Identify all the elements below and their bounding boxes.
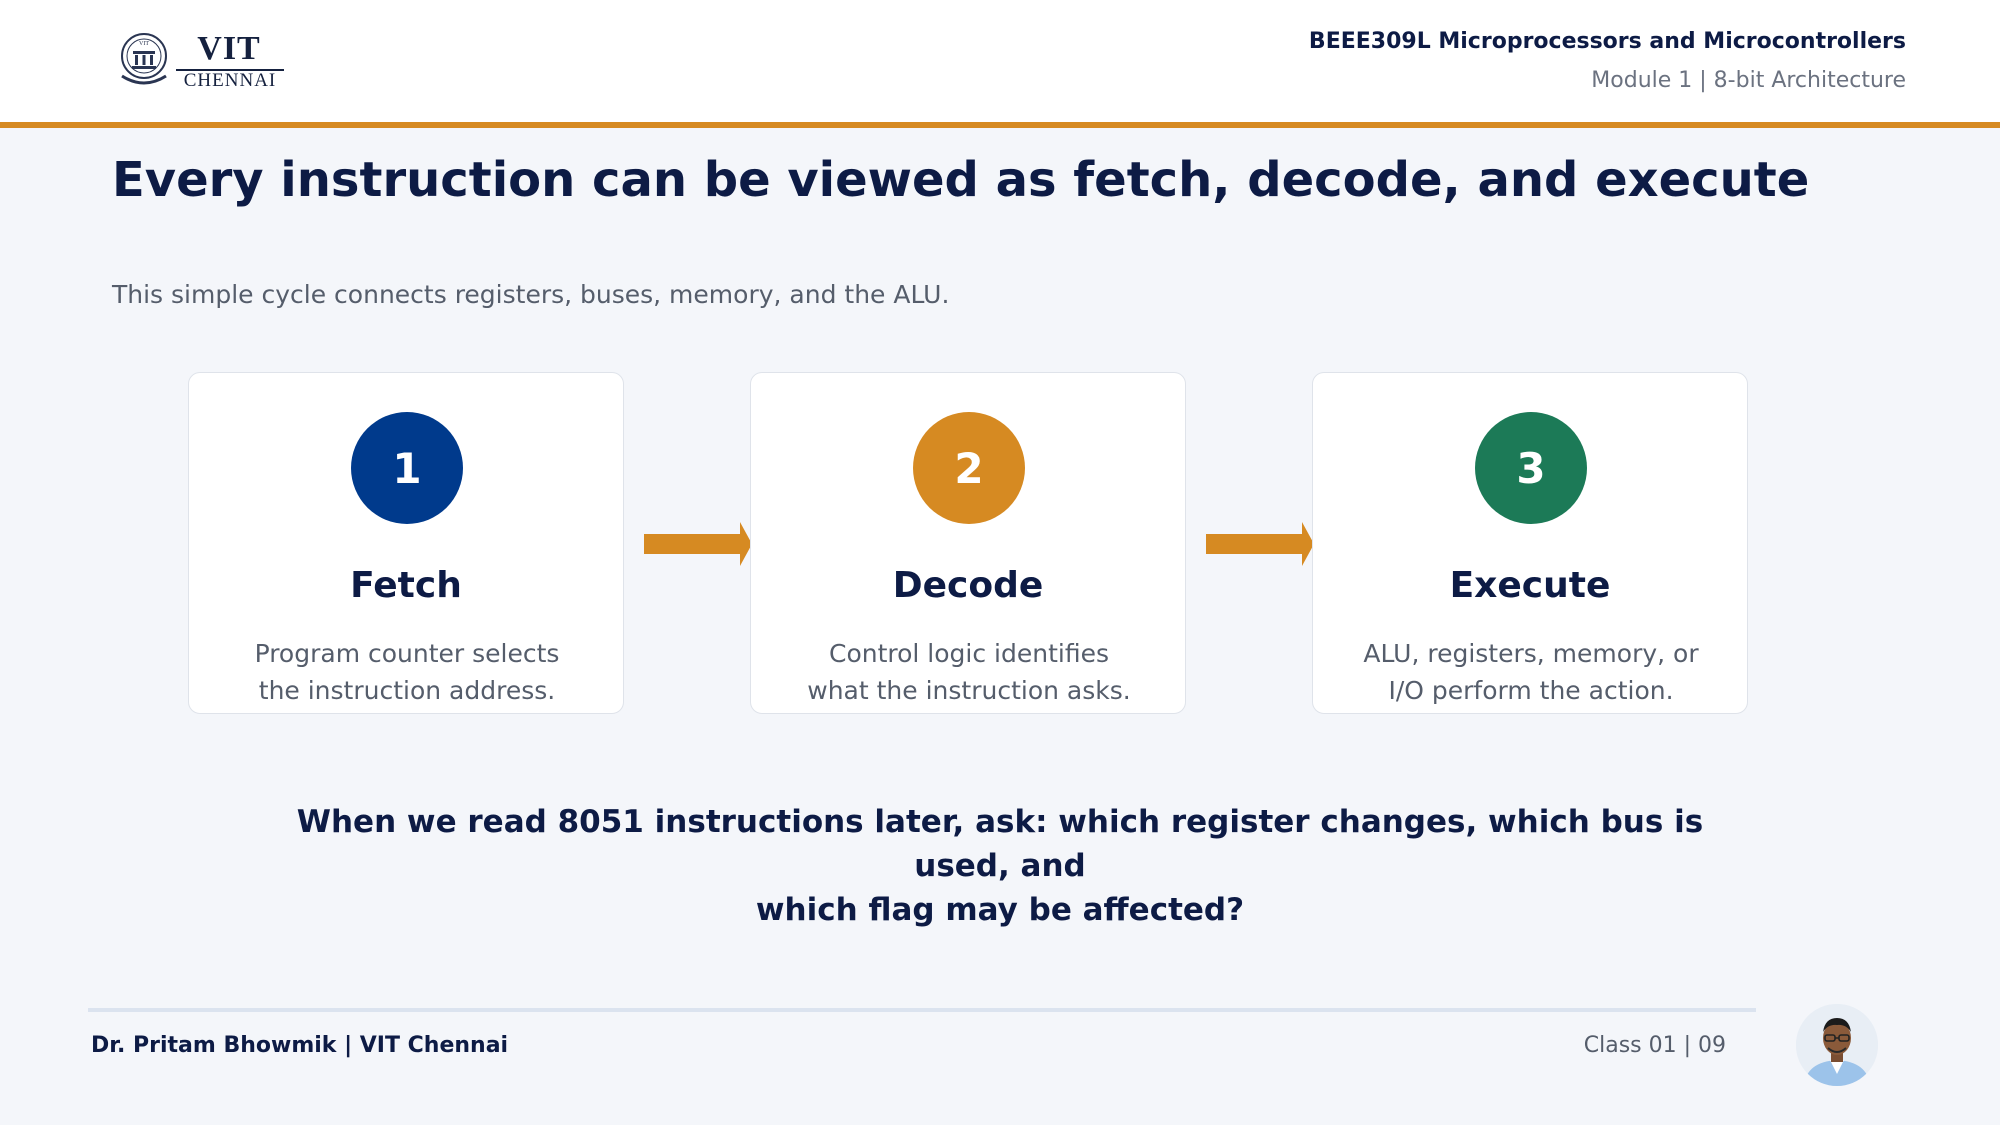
step-number-badge: 1 — [351, 412, 463, 524]
step-card-decode: 2 Decode Control logic identifies what t… — [750, 372, 1186, 714]
step-card-fetch: 1 Fetch Program counter selects the inst… — [188, 372, 624, 714]
description-line: the instruction address. — [258, 676, 556, 705]
arrow-shape — [644, 522, 752, 566]
description-line: I/O perform the action. — [1388, 676, 1674, 705]
slide-header: VIT VIT CHENNAI BEEE309L Microprocessors… — [0, 0, 2000, 128]
logo-wordmark: VIT — [197, 30, 261, 67]
step-description: Control logic identifies what the instru… — [781, 635, 1157, 709]
description-line: what the instruction asks. — [807, 676, 1131, 705]
seal-text: VIT — [139, 41, 149, 47]
description-line: ALU, registers, memory, or — [1363, 639, 1699, 668]
description-line: Program counter selects — [254, 639, 560, 668]
question-line: which flag may be affected? — [755, 892, 1245, 928]
presenter-name: Dr. Pritam Bhowmik | VIT Chennai — [91, 1033, 509, 1058]
step-description: Program counter selects the instruction … — [219, 635, 595, 709]
step-number-badge: 3 — [1475, 412, 1587, 524]
logo-divider — [176, 69, 284, 71]
key-question: When we read 8051 instructions later, as… — [250, 800, 1750, 932]
step-title: Fetch — [350, 565, 462, 606]
footer-divider — [88, 1008, 1756, 1012]
step-card-execute: 3 Execute ALU, registers, memory, or I/O… — [1312, 372, 1748, 714]
presenter-avatar — [1796, 1004, 1878, 1086]
logo-city: CHENNAI — [183, 70, 277, 91]
description-line: Control logic identifies — [828, 639, 1109, 668]
right-arrow-icon — [644, 522, 752, 566]
step-description: ALU, registers, memory, or I/O perform t… — [1343, 635, 1719, 709]
step-title: Decode — [892, 565, 1044, 606]
step-number-badge: 2 — [913, 412, 1025, 524]
vit-chennai-logo: VIT VIT CHENNAI — [118, 30, 284, 92]
arrow-shape — [1206, 522, 1314, 566]
class-page-number: Class 01 | 09 — [1583, 1033, 1726, 1058]
module-label: Module 1 | 8-bit Architecture — [1591, 68, 1906, 93]
step-title: Execute — [1449, 565, 1611, 606]
slide-title: Every instruction can be viewed as fetch… — [112, 152, 1810, 208]
slide-subtitle: This simple cycle connects registers, bu… — [112, 280, 950, 309]
right-arrow-icon — [1206, 522, 1314, 566]
university-seal-icon: VIT — [121, 33, 167, 85]
course-title: BEEE309L Microprocessors and Microcontro… — [1308, 29, 1906, 54]
question-line: When we read 8051 instructions later, as… — [296, 804, 1704, 884]
person-icon — [1796, 1004, 1878, 1086]
